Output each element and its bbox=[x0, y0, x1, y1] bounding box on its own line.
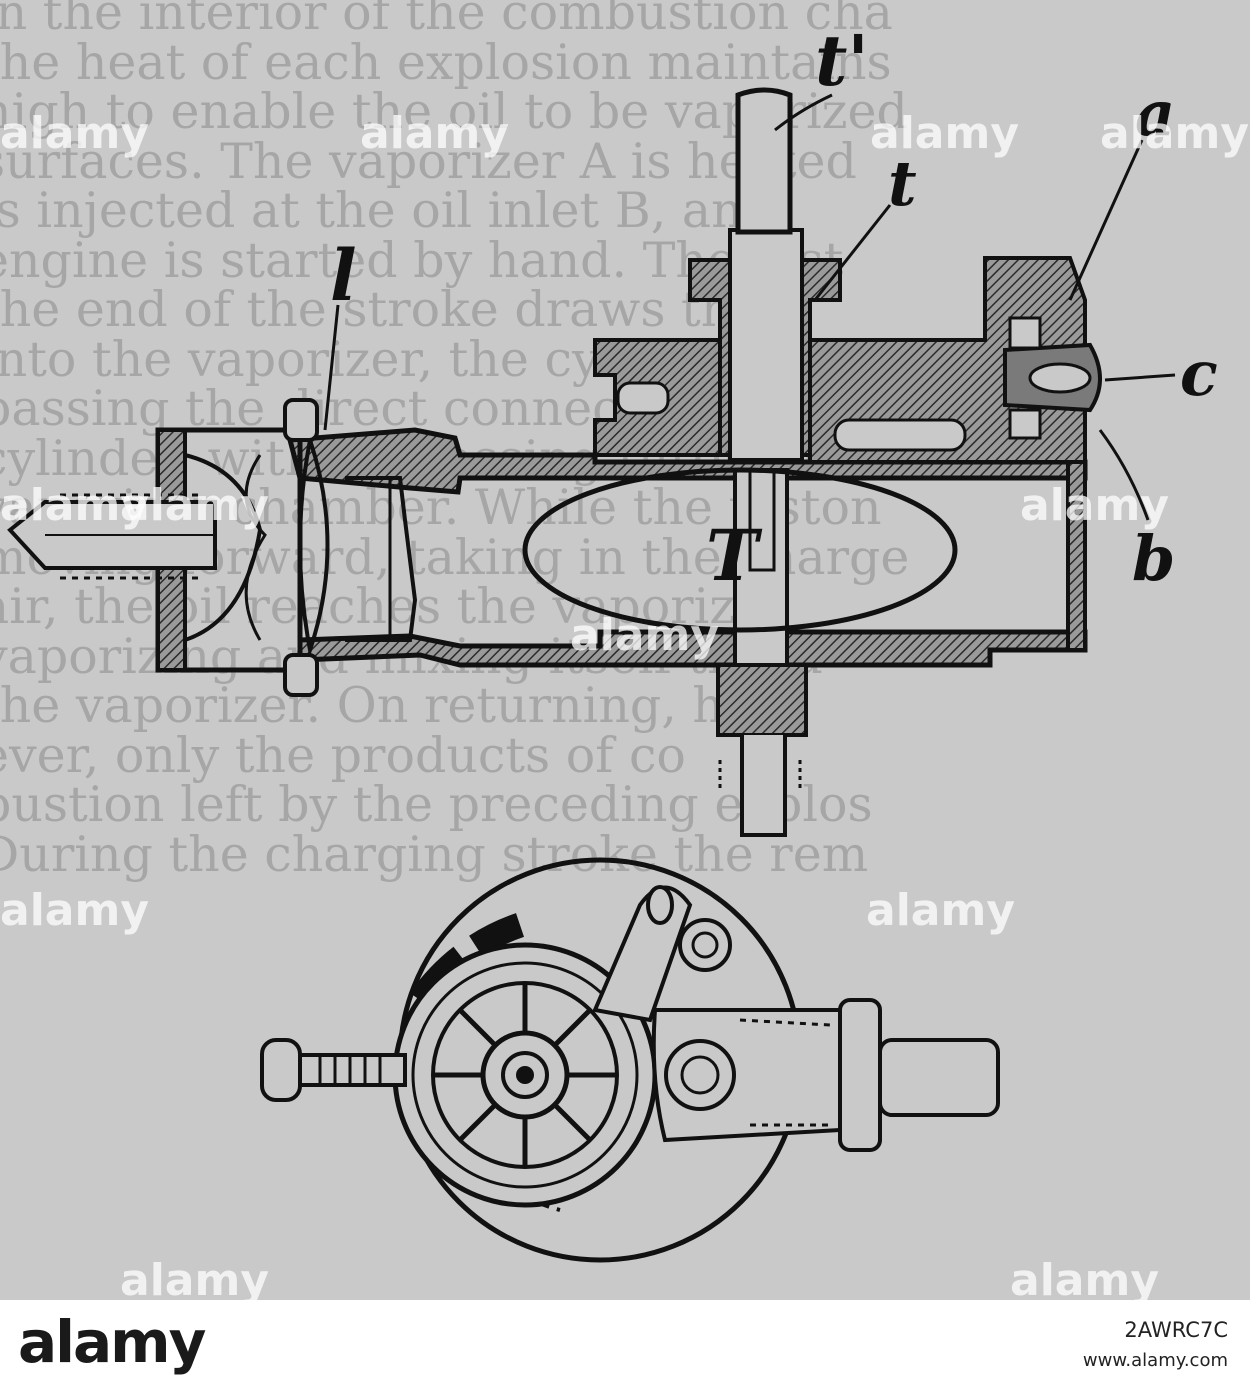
background-text-line: surfaces. The vaporizer A is heated bbox=[0, 132, 857, 190]
svg-text:alamy: alamy bbox=[870, 108, 1019, 159]
footer-image-id: 2AWRC7C bbox=[1124, 1318, 1228, 1342]
label-T: T bbox=[706, 514, 763, 597]
svg-text:alamy: alamy bbox=[0, 108, 149, 159]
background-text-line: the end of the stroke draws the c bbox=[0, 281, 805, 338]
svg-text:alamy: alamy bbox=[360, 108, 509, 159]
svg-text:alamy: alamy bbox=[120, 1255, 269, 1300]
inner-cylinder bbox=[345, 476, 418, 642]
footer-url: www.alamy.com bbox=[1082, 1350, 1228, 1371]
background-text-line: in the interior of the combustion cha bbox=[0, 0, 893, 41]
background-text-line: ever, only the products of co bbox=[0, 726, 686, 784]
label-a: a bbox=[1135, 77, 1175, 150]
svg-text:alamy: alamy bbox=[1010, 1255, 1159, 1300]
svg-text:alamy: alamy bbox=[120, 480, 269, 531]
svg-text:alamy: alamy bbox=[1100, 108, 1249, 159]
label-t: t bbox=[888, 147, 917, 220]
svg-text:alamy: alamy bbox=[0, 480, 149, 531]
label-t-prime: t' bbox=[815, 19, 869, 102]
footer-bar: alamy 2AWRC7C www.alamy.com bbox=[0, 1300, 1250, 1390]
background-text-line: bustion left by the preceding explos bbox=[0, 776, 873, 833]
watermark-layer: alamy alamy alamy alamy alamy alamy alam… bbox=[0, 108, 1249, 1300]
adjusting-screw bbox=[298, 1053, 407, 1087]
footer-logo: alamy bbox=[18, 1308, 206, 1376]
label-l: l bbox=[330, 234, 357, 317]
end-view bbox=[260, 857, 1000, 1263]
svg-text:alamy: alamy bbox=[0, 885, 149, 936]
background-text-line: the vaporizer. On returning, ho bbox=[0, 677, 754, 734]
svg-text:alamy: alamy bbox=[1020, 480, 1169, 531]
stem-t-prime bbox=[735, 87, 793, 235]
right-shaft bbox=[878, 1038, 1000, 1117]
engine-diagram: t' t a c b l T alamy alamy alamy alamy a… bbox=[0, 19, 1249, 1300]
svg-text:alamy: alamy bbox=[866, 885, 1015, 936]
background-text-line: During the charging stroke the rem bbox=[0, 825, 869, 883]
chamber-T bbox=[522, 467, 958, 633]
label-b: b bbox=[1132, 522, 1175, 595]
background-text-line: the heat of each explosion maintains bbox=[0, 33, 892, 91]
svg-text:alamy: alamy bbox=[570, 610, 719, 661]
background-text-line: is injected at the oil inlet B, and bbox=[0, 182, 775, 239]
label-c: c bbox=[1180, 337, 1218, 410]
lever-arm bbox=[592, 885, 693, 1023]
vaporizer-section bbox=[7, 87, 1176, 837]
